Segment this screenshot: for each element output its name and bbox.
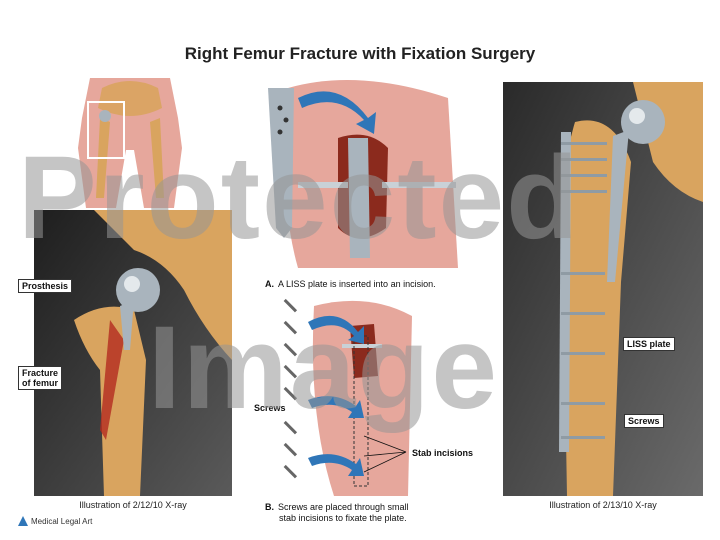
logo-text: Medical Legal Art [31, 516, 93, 526]
step-b-line1: Screws are placed through small [278, 502, 409, 512]
step-a-caption: A. A LISS plate is inserted into an incis… [265, 279, 436, 290]
caption-right-xray: Illustration of 2/13/10 X-ray [549, 500, 657, 510]
step-a-letter: A. [265, 279, 274, 289]
label-fracture-line2: of femur [22, 378, 58, 388]
label-fracture-of-femur: Fracture of femur [18, 366, 63, 390]
label-prosthesis: Prosthesis [18, 279, 73, 293]
left-xray-panel [34, 210, 232, 496]
label-liss-plate: LISS plate [623, 337, 675, 351]
step-b-caption: B. Screws are placed through small stab i… [265, 502, 409, 524]
step-b-letter: B. [265, 502, 274, 512]
caption-left-xray: Illustration of 2/12/10 X-ray [79, 500, 187, 510]
step-b-line2: stab incisions to fixate the plate. [279, 513, 407, 523]
logo-icon [18, 516, 28, 526]
label-screws-left: Screws [254, 403, 286, 413]
body-thumbnail [70, 78, 190, 208]
incision-illustration [258, 78, 462, 268]
label-fracture-line1: Fracture [22, 368, 59, 378]
screws-illustration [278, 296, 468, 496]
page-title: Right Femur Fracture with Fixation Surge… [184, 44, 536, 63]
label-stab-incisions: Stab incisions [412, 448, 474, 458]
right-xray-panel [503, 82, 703, 496]
step-a-text: A LISS plate is inserted into an incisio… [278, 279, 436, 289]
label-screws-right: Screws [624, 414, 664, 428]
logo: Medical Legal Art [18, 516, 92, 526]
